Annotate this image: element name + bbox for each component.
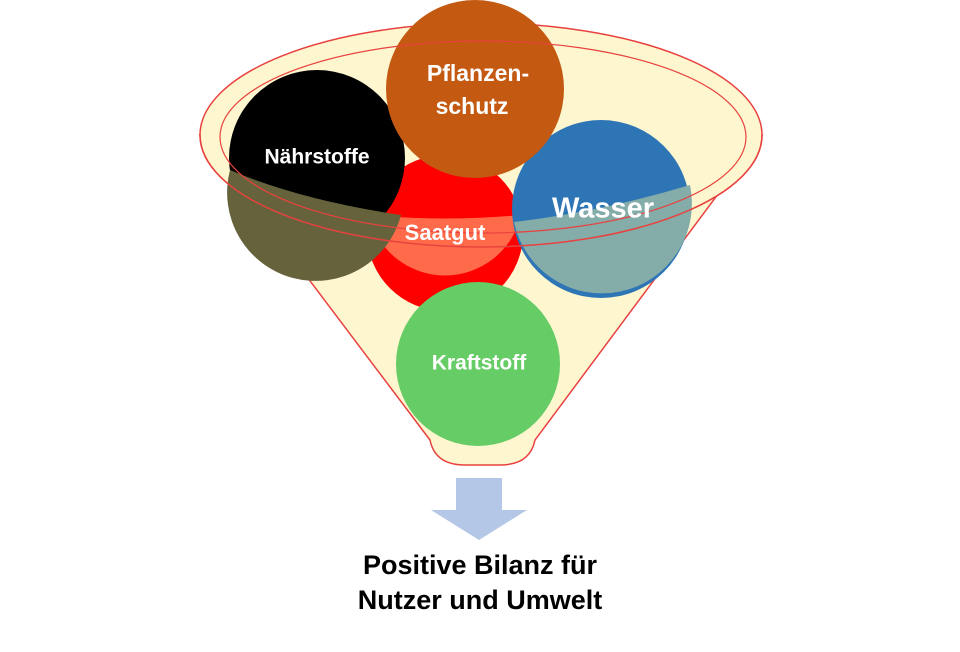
result-caption: Positive Bilanz für Nutzer und Umwelt — [0, 548, 960, 618]
pflanzenschutz-circle — [386, 0, 564, 178]
label-kraftstoff: Kraftstoff — [432, 352, 527, 375]
label-naehrstoffe: Nährstoffe — [264, 146, 369, 169]
label-saatgut: Saatgut — [405, 220, 486, 245]
saatgut-circle-lower — [369, 215, 521, 276]
result-line-1: Positive Bilanz für — [362, 550, 598, 580]
label-pflanzenschutz-line2: schutz — [436, 93, 509, 119]
funnel-rim-front-arc — [199, 134, 763, 248]
down-arrow-icon — [431, 478, 527, 540]
funnel-rim-inner — [219, 40, 747, 234]
kraftstoff-circle — [396, 282, 560, 446]
label-pflanzenschutz-line1: Pflanzen- — [427, 60, 529, 86]
result-line-2: Nutzer und Umwelt — [357, 585, 603, 615]
label-wasser: Wasser — [552, 193, 654, 225]
